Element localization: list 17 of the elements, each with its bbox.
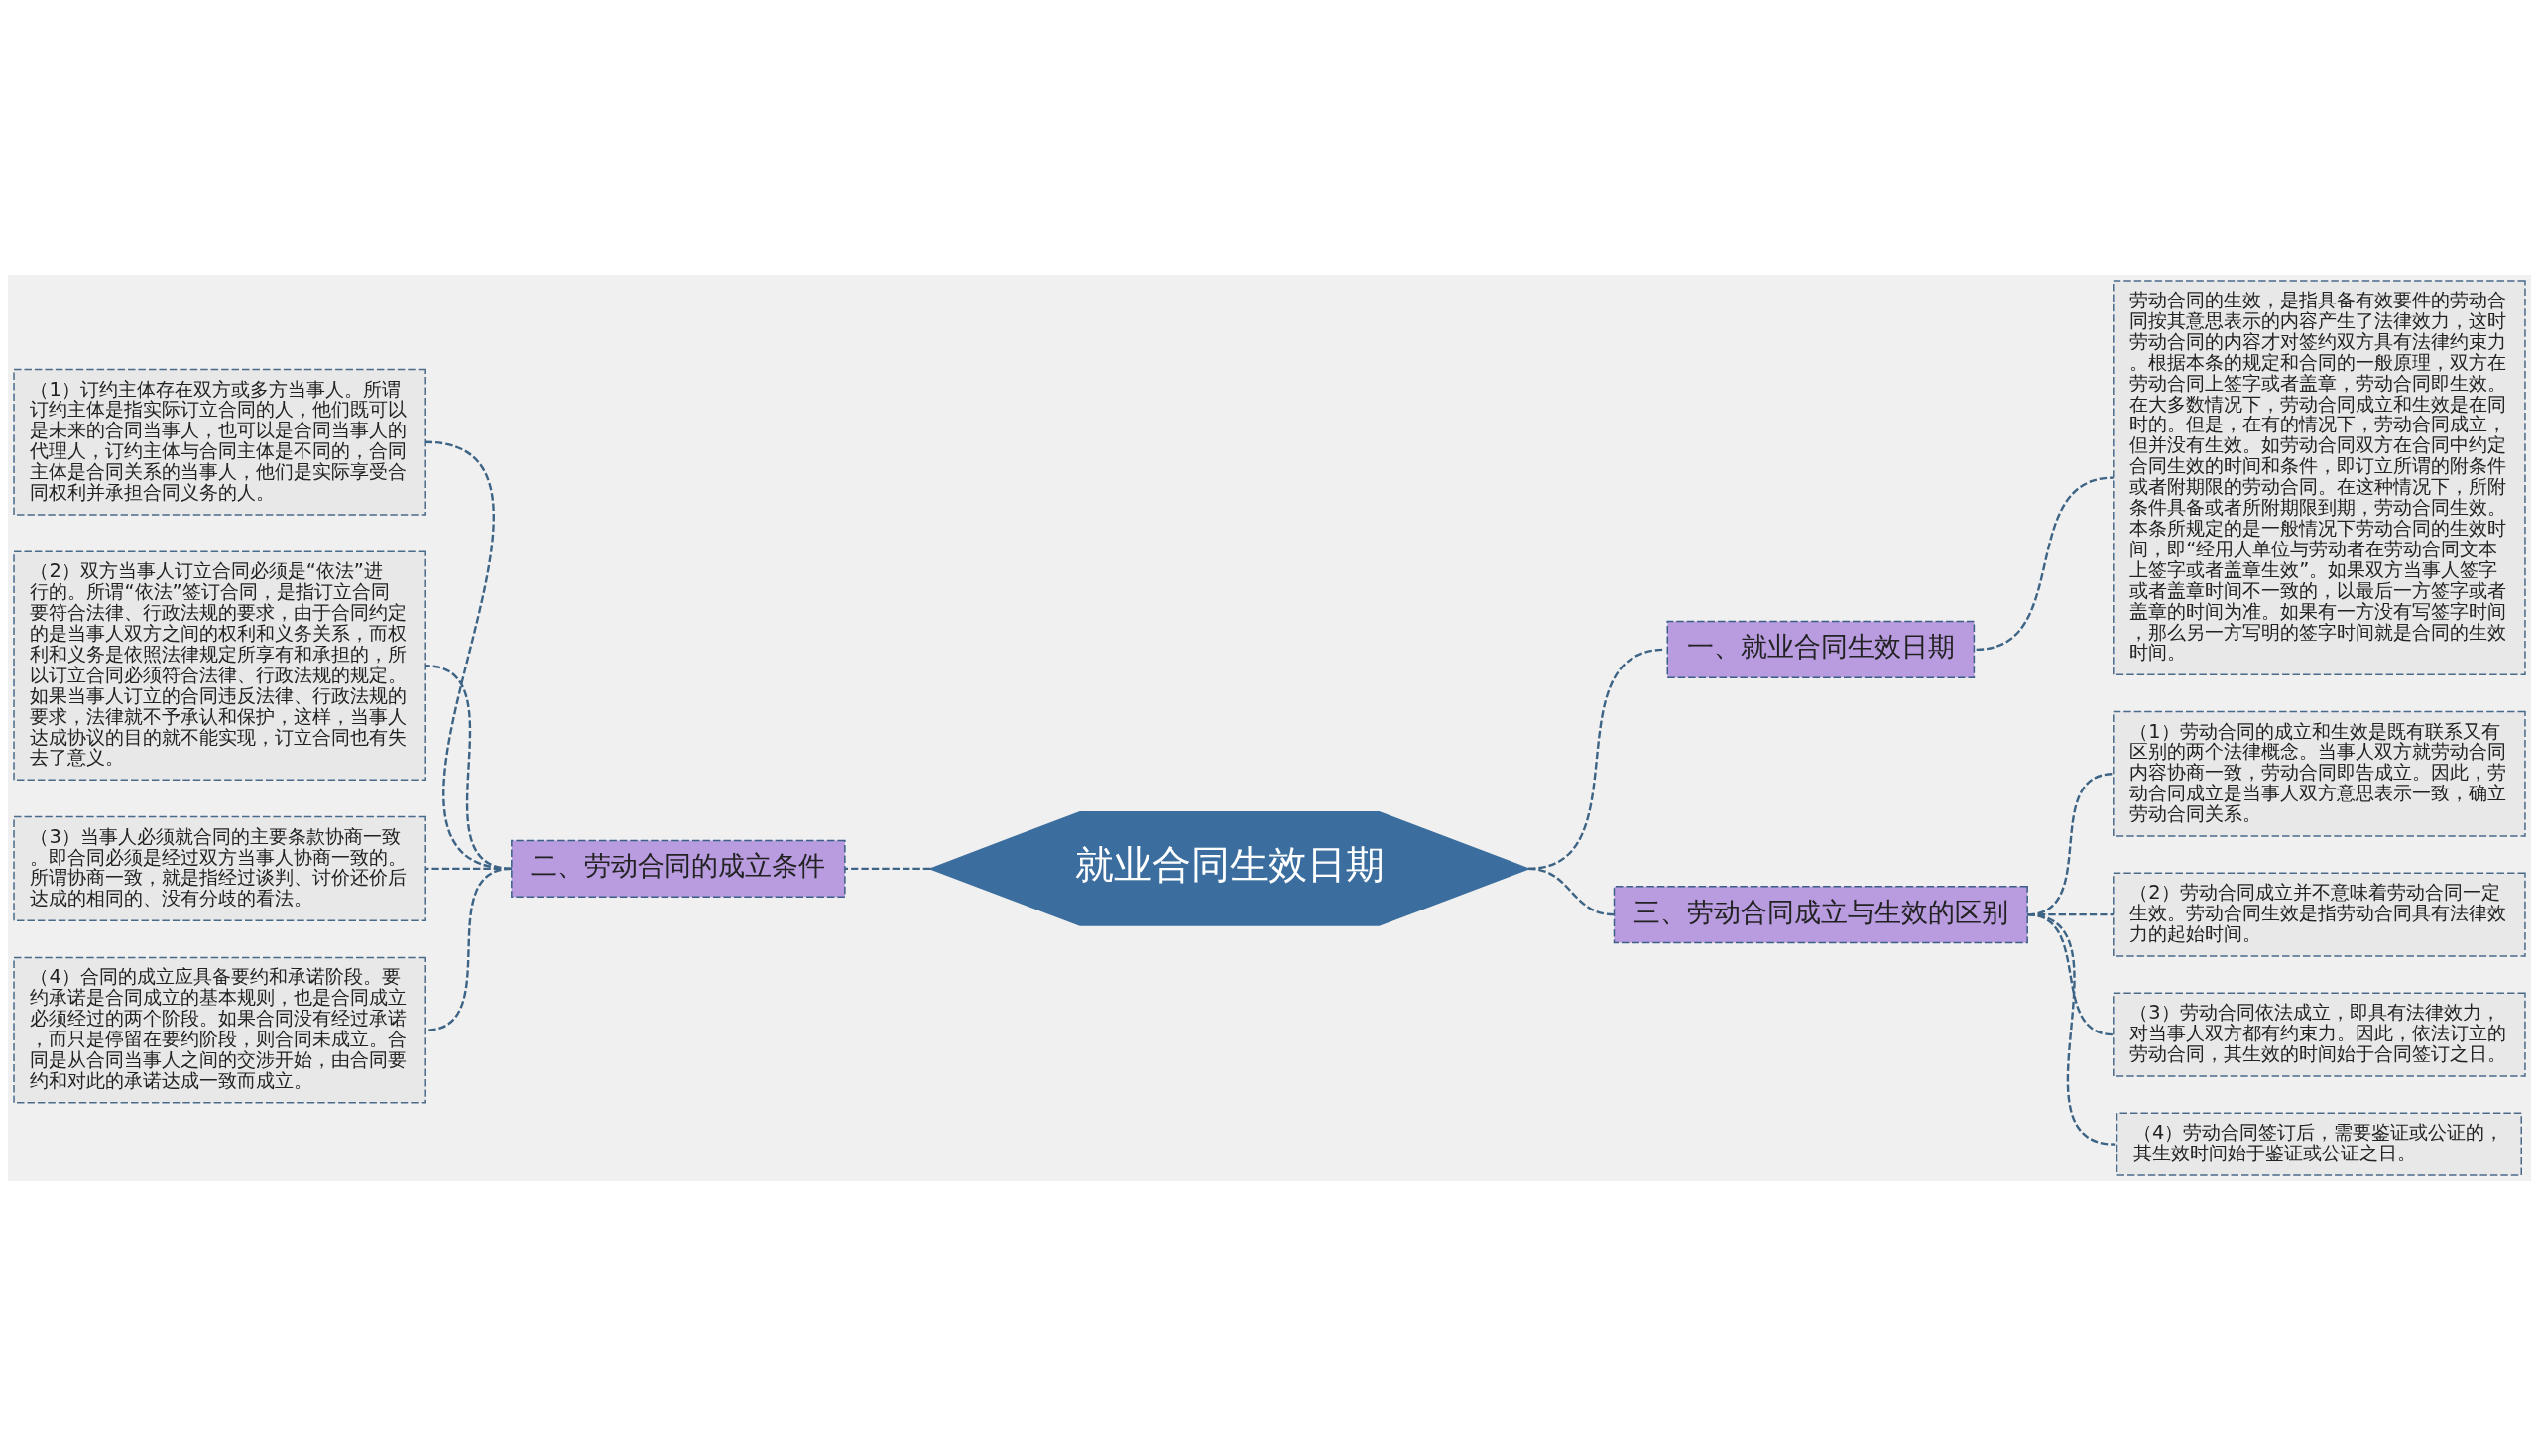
connector <box>1527 867 1615 916</box>
node-box: 一、就业合同生效日期 <box>1666 620 1976 678</box>
node-box: （3）劳动合同依法成立，即具有法律效力，对当事人双方都有约束力。因此，依法订立的劳动合同，其生效的时间始于合同签订之日。 <box>2113 992 2526 1077</box>
connector <box>2026 913 2116 1146</box>
node-box: （2）劳动合同成立并不意味着劳动合同一定生效。劳动合同生效是指劳动合同具有法律效力的起始时间。 <box>2113 872 2526 957</box>
node-box: （1）劳动合同的成立和生效是既有联系又有区别的两个法律概念。当事人双方就劳动合同内容协商一致，劳动合同即告成立。因此，劳动合同成立是当事人双方意思表示一致，确立劳动合同关系。 <box>2113 710 2526 837</box>
node-box: 劳动合同的生效，是指具备有效要件的劳动合同按其意思表示的内容产生了法律效力，这时劳动合同的内容才对签约双方具有法律约束力。根据本条的规定和合同的一般原理，双方在劳动合同上签字或者盖章，劳动合同即生效。在大多数情况下，劳动合同成立和生效是在同时的。但是，在有的情况下，劳动合同成立，但并没有生效。如劳动合同双方在合同中约定合同生效的时间和条件，即订立所谓的附条件或者附期限的劳动合同。在这种情况下，所附条件具备或者所附期限到期，劳动合同生效。本条所规定的是一般情况下劳动合同的生效时间，即“经用人单位与劳动者在劳动合同文本上签字或者盖章生效”。如果双方当事人签字或者盖章时间不一致的，以最后一方签字或者盖章的时间为准。如果有一方没有写签字时间，那么另一方写明的签字时间就是合同的生效时间。 <box>2113 280 2526 675</box>
node-box: 二、劳动合同的成立条件 <box>511 839 846 898</box>
node-box: （2）双方当事人订立合同必须是“依法”进行的。所谓“依法”签订合同，是指订立合同要符合法律、行政法规的要求，由于合同约定的是当事人双方之间的权利和义务关系，而权利和义务是依照法律规定所享有和承担的，所以订立合同必须符合法律、行政法规的规定。如果当事人订立的合同违反法律、行政法规的要求，法律就不予承认和保护，这样，当事人达成协议的目的就不能实现，订立合同也有失去了意义。 <box>13 550 426 781</box>
node-box: （3）当事人必须就合同的主要条款协商一致。即合同必须是经过双方当事人协商一致的。所谓协商一致，就是指经过谈判、讨价还价后达成的相同的、没有分歧的看法。 <box>13 815 426 921</box>
node-box: 三、劳动合同成立与生效的区别 <box>1613 886 2028 944</box>
connector <box>425 867 513 1031</box>
node-box: （4）合同的成立应具备要约和承诺阶段。要约承诺是合同成立的基本规则，也是合同成立必须经过的两个阶段。如果合同没有经过承诺，而只是停留在要约阶段，则合同未成立。合同是从合同当事人之间的交涉开始，由合同要约和对此的承诺达成一致而成立。 <box>13 956 426 1104</box>
node-box: （1）订约主体存在双方或多方当事人。所谓订约主体是指实际订立合同的人，他们既可以是未来的合同当事人，也可以是合同当事人的代理人，订约主体与合同主体是不同的，合同主体是合同关系的当事人，他们是实际享受合同权利并承担合同义务的人。 <box>13 368 426 516</box>
node-box: （4）劳动合同签订后，需要鉴证或公证的，其生效时间始于鉴证或公证之日。 <box>2116 1112 2522 1176</box>
connector <box>844 867 931 871</box>
connector <box>1976 476 2114 652</box>
